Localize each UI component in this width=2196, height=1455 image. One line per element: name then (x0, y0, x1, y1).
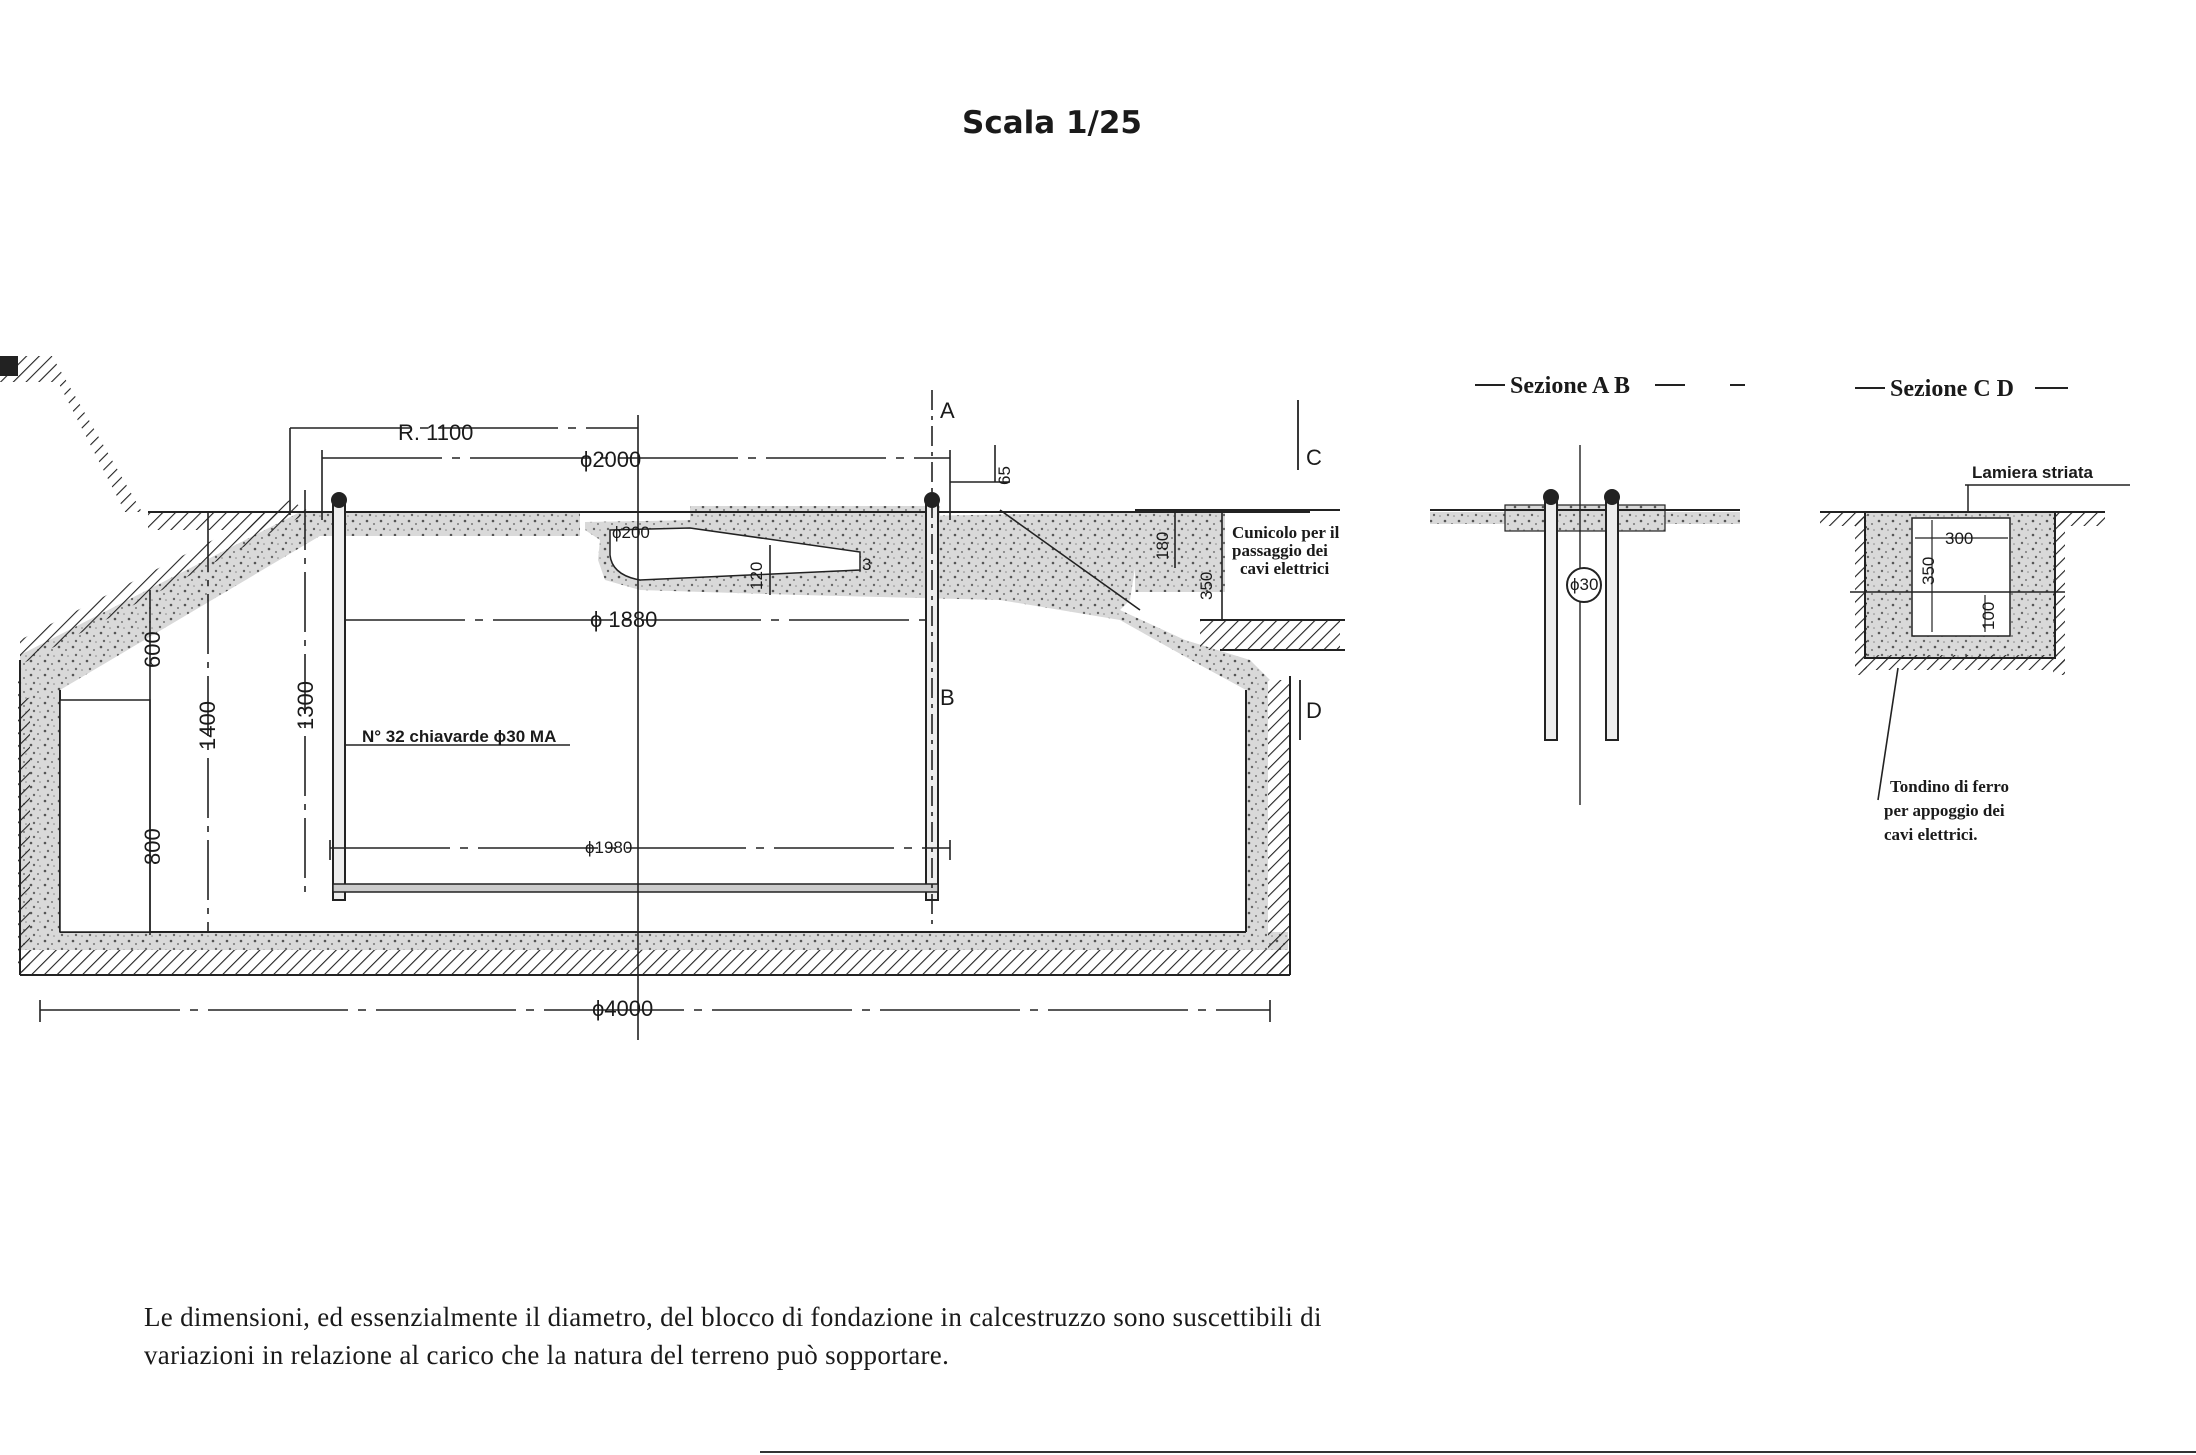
section-mark-a: A (940, 398, 955, 423)
bolts-label: N° 32 chiavarde ϕ30 MA (362, 727, 556, 746)
dim-d65: 65 (995, 466, 1014, 485)
dim-d1400: 1400 (195, 701, 220, 750)
footnote: Le dimensioni, ed essenzialmente il diam… (144, 1298, 1564, 1374)
section-mark-b: B (940, 685, 955, 710)
scale-title: Scala 1/25 (962, 105, 1142, 141)
tondino-label-1: Tondino di ferro (1890, 777, 2009, 796)
dim-d4000: ϕ4000 (592, 996, 653, 1021)
cunicolo-label-2: passaggio dei (1232, 541, 1328, 560)
column-base-block (0, 356, 18, 376)
sloped-wall-hatch (20, 500, 310, 665)
footnote-line-1: Le dimensioni, ed essenzialmente il diam… (144, 1302, 1322, 1332)
cable-duct-right-conc (1135, 512, 1225, 592)
dim-d120: 120 (747, 562, 766, 590)
section-cd-title: Sezione C D (1890, 376, 2014, 402)
foundation-bottom-hatch (20, 950, 1288, 974)
dim-d3: 3 (862, 555, 871, 574)
footnote-line-2: variazioni in relazione al carico che la… (144, 1340, 950, 1370)
duct-opening (609, 527, 861, 581)
section-cd-dim-350: 350 (1919, 557, 1938, 585)
dim-d600: 600 (140, 631, 165, 668)
section-cd-dim-100: 100 (1979, 602, 1998, 630)
main-section: R. 1100 ϕ2000 65 ϕ200 120 3 180 350 ϕ 18… (0, 356, 1345, 1040)
lamiera-label: Lamiera striata (1972, 463, 2093, 482)
dim-d1880: ϕ 1880 (590, 607, 657, 632)
section-ab-title: Sezione A B (1510, 373, 1630, 399)
cable-duct-side-hatch (1200, 620, 1340, 650)
section-ab: Sezione A B ϕ30 (1430, 373, 1745, 805)
dim-d2000: ϕ2000 (580, 447, 641, 472)
foundation-bottom (20, 932, 1288, 950)
anchor-bottom-ring (332, 883, 939, 893)
cunicolo-label-1: Cunicolo per il (1232, 523, 1340, 542)
inner-void-left (59, 699, 151, 933)
section-cd-dim-300: 300 (1945, 529, 1973, 548)
cunicolo-label-3: cavi elettrici (1240, 559, 1329, 578)
foundation-right-wall (1246, 680, 1268, 934)
sloped-wall-left (20, 512, 330, 700)
dim-d200: ϕ200 (612, 523, 650, 542)
dim-d350: 350 (1197, 572, 1216, 600)
dim-d180: 180 (1153, 532, 1172, 560)
tondino-label-3: cavi elettrici. (1884, 825, 1977, 844)
top-slab-left (300, 512, 580, 536)
section-mark-c: C (1306, 445, 1322, 470)
foundation-right-hatch (1268, 680, 1290, 972)
tondino-label-2: per appoggio dei (1884, 801, 2005, 820)
dim-d800: 800 (140, 828, 165, 865)
column-base-hatch (0, 356, 142, 512)
section-mark-d: D (1306, 698, 1322, 723)
section-ab-bolt-dim: ϕ30 (1570, 575, 1598, 594)
section-cd: Sezione C D Lamiera striata 300 350 100 … (1820, 376, 2130, 844)
dim-r1100: R. 1100 (398, 420, 473, 445)
dim-d1300: 1300 (293, 681, 318, 730)
anchor-bolt-left (331, 492, 347, 901)
dim-d1980: ϕ1980 (585, 838, 632, 857)
